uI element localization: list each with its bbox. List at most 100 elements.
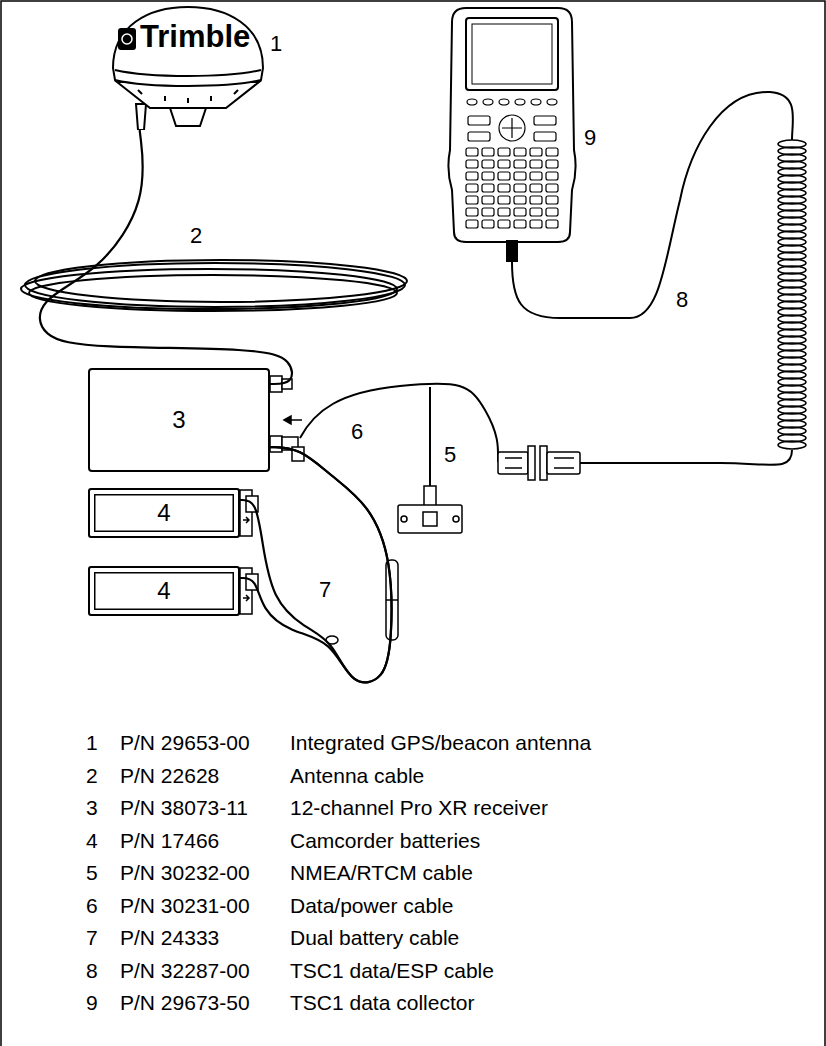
keypad-key (546, 208, 558, 216)
side-key (468, 116, 490, 125)
coil-turn (778, 441, 806, 449)
keypad-key (466, 208, 478, 216)
keypad-key (466, 196, 478, 204)
part-description: 12-channel Pro XR receiver (290, 796, 548, 819)
keypad-key (466, 220, 478, 228)
part-description: TSC1 data/ESP cable (290, 959, 494, 982)
shell-line (505, 467, 522, 469)
callout-number: 3 (172, 407, 185, 433)
function-key (531, 99, 541, 105)
keypad-key (498, 196, 510, 204)
keypad-key (530, 220, 542, 228)
item-number: 9 (86, 991, 98, 1014)
keypad-key (466, 184, 478, 192)
keypad-key (498, 172, 510, 180)
callout-number: 2 (190, 224, 202, 248)
keypad-key (546, 148, 558, 156)
keypad-key (466, 172, 478, 180)
part-description: Dual battery cable (290, 926, 459, 949)
collector-cable (580, 450, 792, 465)
function-key (499, 99, 509, 105)
function-key (515, 99, 525, 105)
part-description: Integrated GPS/beacon antenna (290, 731, 591, 754)
connector-flange (528, 446, 535, 480)
brand-text: Trimble (140, 20, 250, 54)
keypad-key (514, 208, 526, 216)
callout-number: 6 (351, 420, 363, 444)
nmea-cable (429, 387, 431, 488)
part-number: P/N 30232-00 (120, 861, 250, 884)
part-number: P/N 17466 (120, 829, 219, 852)
keypad-key (482, 208, 494, 216)
keypad-key (498, 160, 510, 168)
keypad-key (530, 172, 542, 180)
collector-body (448, 8, 575, 242)
keypad-key (514, 196, 526, 204)
callout-number: 5 (444, 443, 456, 467)
keypad-key (498, 148, 510, 156)
callout-number: 4 (157, 500, 170, 526)
item-number: 7 (86, 926, 98, 949)
item-number: 6 (86, 894, 98, 917)
keypad-key (546, 172, 558, 180)
nmea-connector (398, 486, 462, 533)
item-number: 5 (86, 861, 98, 884)
part-description: Antenna cable (290, 764, 424, 787)
function-key (467, 99, 477, 105)
battery-box: 4 (88, 488, 240, 538)
item-number: 3 (86, 796, 98, 819)
screen-area (472, 24, 552, 84)
cable-line (240, 447, 392, 682)
connector-shell (498, 452, 528, 474)
part-number: P/N 32287-00 (120, 959, 250, 982)
power-connectors (326, 560, 398, 644)
part-number: P/N 24333 (120, 926, 219, 949)
keypad-key (482, 196, 494, 204)
part-description: Data/power cable (290, 894, 453, 917)
antenna-plug (136, 104, 146, 130)
keypad-key (546, 196, 558, 204)
keypad-key (514, 172, 526, 180)
side-key (468, 132, 490, 141)
direction-pad (499, 115, 525, 141)
part-description: Camcorder batteries (290, 829, 480, 852)
part-number: P/N 22628 (120, 764, 219, 787)
callout-number: 1 (270, 32, 282, 56)
callout-number: 4 (157, 578, 170, 604)
part-description: NMEA/RTCM cable (290, 861, 473, 884)
part-description: TSC1 data collector (290, 991, 474, 1014)
callout-number: 9 (584, 126, 596, 150)
keypad-key (482, 220, 494, 228)
keypad (466, 99, 558, 228)
shell-line (554, 467, 574, 469)
antenna-shell (113, 7, 263, 86)
keypad-key (482, 160, 494, 168)
keypad-key (482, 184, 494, 192)
data-power-cable (300, 384, 498, 462)
item-number: 4 (86, 829, 98, 852)
connector-body (398, 505, 462, 533)
data-collector (448, 8, 575, 262)
keypad-key (514, 160, 526, 168)
antenna-vents (138, 90, 238, 103)
keypad-key (498, 208, 510, 216)
keypad-key (498, 220, 510, 228)
keypad-key (530, 196, 542, 204)
antenna-dome: Trimble (110, 4, 266, 130)
receiver-box: 3 (88, 368, 270, 472)
item-number: 8 (86, 959, 98, 982)
callout-number: 7 (319, 578, 331, 602)
db9-connectors (498, 446, 580, 480)
battery-arrow (243, 517, 249, 523)
collector-screen (466, 18, 558, 90)
connector-flange (540, 446, 547, 480)
keypad-key (514, 148, 526, 156)
connector-face (423, 512, 437, 526)
part-number: P/N 30231-00 (120, 894, 250, 917)
side-key (534, 116, 556, 125)
brand-logo (118, 28, 136, 50)
part-number: P/N 38073-11 (120, 796, 248, 819)
screw (453, 516, 459, 522)
part-number: P/N 29653-00 (120, 731, 250, 754)
